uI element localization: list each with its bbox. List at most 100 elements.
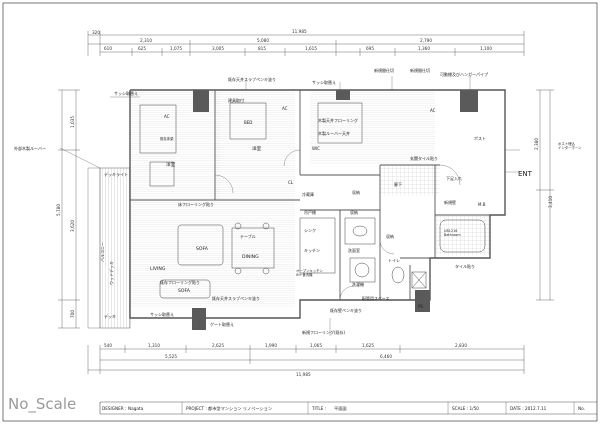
number-label: No. <box>578 406 585 411</box>
dim-bottom-total: 11,985 <box>296 372 311 377</box>
bottom-dimension-texts: 540 1,310 2,625 1,990 1,065 1,625 2,830 … <box>104 343 467 377</box>
label-ac-tr: AC <box>430 108 436 113</box>
dim-bottom-inner-7: 2,830 <box>455 343 467 348</box>
label-refrig: 冷蔵庫 <box>302 191 314 197</box>
label-post: ポスト <box>474 135 486 141</box>
desk <box>149 161 175 187</box>
no-scale-stamp: No_Scale <box>8 395 76 414</box>
label-deck-left: デッキ <box>104 313 116 319</box>
label-living: LIVING <box>150 266 166 272</box>
label-existing-slab: 既存天井スラブペンキ塗り <box>212 295 260 301</box>
dim-top-2: 2,310 <box>140 38 152 43</box>
bed-left <box>139 104 177 154</box>
label-pipe-note: 配管用スペース <box>362 295 390 301</box>
dim-top-3: 5,080 <box>257 38 269 43</box>
dim-left-3: 700 <box>70 310 75 318</box>
bedroom-center-floor <box>215 90 295 200</box>
label-bedroom-left: 洋室 <box>166 161 176 168</box>
label-entrance: ENT <box>518 170 533 178</box>
column <box>192 308 206 330</box>
dim-bottom-inner-5: 1,065 <box>310 343 322 348</box>
kitchen-island <box>299 217 336 274</box>
bottom-dimensions <box>87 345 525 374</box>
title-block: DESIGNER : Nagata PROJECT : 都市型マンション リノベ… <box>99 401 597 415</box>
label-bedroom-note: 既存床梁 <box>160 136 174 141</box>
label-ac-tl: AC <box>164 114 170 119</box>
structural-columns <box>192 90 478 330</box>
label-sash-top: サッシ取替え <box>312 79 336 85</box>
column <box>415 290 430 312</box>
dim-top-inner-2: 625 <box>138 46 146 51</box>
label-sofa-2: SOFA <box>178 288 191 294</box>
label-balcony: バルコニー <box>100 242 105 262</box>
column <box>460 90 478 112</box>
furniture <box>139 102 486 299</box>
label-sash-bottom: サッシ取替え <box>150 311 174 317</box>
label-bedroom-center: 洋室 <box>252 145 262 152</box>
label-table: テーブル <box>240 233 256 239</box>
dim-bottom-inner-2: 1,310 <box>148 343 160 348</box>
label-wall-new: 新規壁 <box>444 199 456 205</box>
label-new-partition: 新規間仕切 <box>374 67 394 73</box>
label-entrance-floor: 玄関タイル貼り <box>410 155 438 161</box>
bed-center <box>229 102 267 140</box>
designer-label: DESIGNER : <box>102 406 126 411</box>
label-kitchen: キッチン <box>304 248 320 253</box>
dim-top-inner-3: 1,075 <box>170 46 182 51</box>
label-corridor: 廊下 <box>394 181 402 187</box>
label-hanger-pipe: 可動棚及びハンガーパイプ <box>440 71 488 77</box>
label-washer: 洗濯機 <box>352 281 364 287</box>
dim-top-inner-4: 3,005 <box>212 46 224 51</box>
wash-counter <box>344 217 376 245</box>
exterior-louver-strip <box>87 167 101 329</box>
corridor-tile <box>380 165 440 195</box>
label-meter: M.B <box>478 202 486 207</box>
dim-top-inner-8: 1,360 <box>418 46 430 51</box>
dim-left-2: 3,620 <box>70 220 75 232</box>
top-dimensions <box>87 31 525 56</box>
sofa-living <box>177 224 224 266</box>
pipe-space <box>411 271 427 289</box>
label-sink: シンク <box>304 227 316 233</box>
dim-top-inner-9: 1,100 <box>480 46 492 51</box>
dim-bottom-2: 6,460 <box>380 354 392 359</box>
interior-walls <box>130 90 490 300</box>
label-ps: PS <box>418 304 423 309</box>
dim-bottom-1: 5,525 <box>165 354 177 359</box>
date-label: DATE : 2012.7.11 <box>510 406 547 411</box>
label-dining: DINING <box>242 254 259 260</box>
label-new-partition-2: 新規間仕切 <box>410 67 430 73</box>
label-wood-floor-2: 木製ルーバー天井 <box>318 130 350 136</box>
scale-label: SCALE : 1/50 <box>452 406 479 411</box>
dim-top-4: 2,790 <box>420 38 432 43</box>
dim-top-1: 320 <box>92 30 100 35</box>
label-storage: 収納 <box>352 189 360 195</box>
right-dimensions <box>536 89 554 301</box>
label-new-floor: 新規フローリング(既存) <box>302 329 346 335</box>
washer <box>349 257 376 283</box>
label-sofa-1: SOFA <box>196 246 209 252</box>
sofa-lower <box>159 279 211 299</box>
bathroom-floor <box>435 215 490 255</box>
title-value: 平面図 <box>334 406 347 412</box>
dim-right-2: 3,410 <box>548 196 553 208</box>
door-swings <box>214 149 461 301</box>
bedroom-right-floor <box>310 90 435 165</box>
label-cabinet: 吊戸棚 <box>304 209 316 215</box>
label-wood-floor-1: 木製天井フローリング <box>318 117 358 123</box>
dim-bottom-inner-6: 1,625 <box>362 343 374 348</box>
designer-value: Nagata <box>128 406 144 411</box>
project-label: PROJECT : <box>186 406 207 411</box>
label-wood-deck: ウッドデッキ <box>108 261 114 285</box>
dim-bottom-inner-4: 1,990 <box>265 343 277 348</box>
bed-right <box>317 102 363 144</box>
label-wall-paint-top: 既存天井スラブペンキ塗り <box>228 76 276 82</box>
dim-right-1: 2,380 <box>534 138 539 150</box>
dim-top-inner-5: 815 <box>258 46 266 51</box>
dim-top-inner-1: 610 <box>104 46 112 51</box>
label-exterior-louver: 外部木製ルーバー <box>14 145 46 151</box>
label-shoebox: 下足入れ <box>446 175 462 181</box>
left-dimensions <box>58 89 80 329</box>
